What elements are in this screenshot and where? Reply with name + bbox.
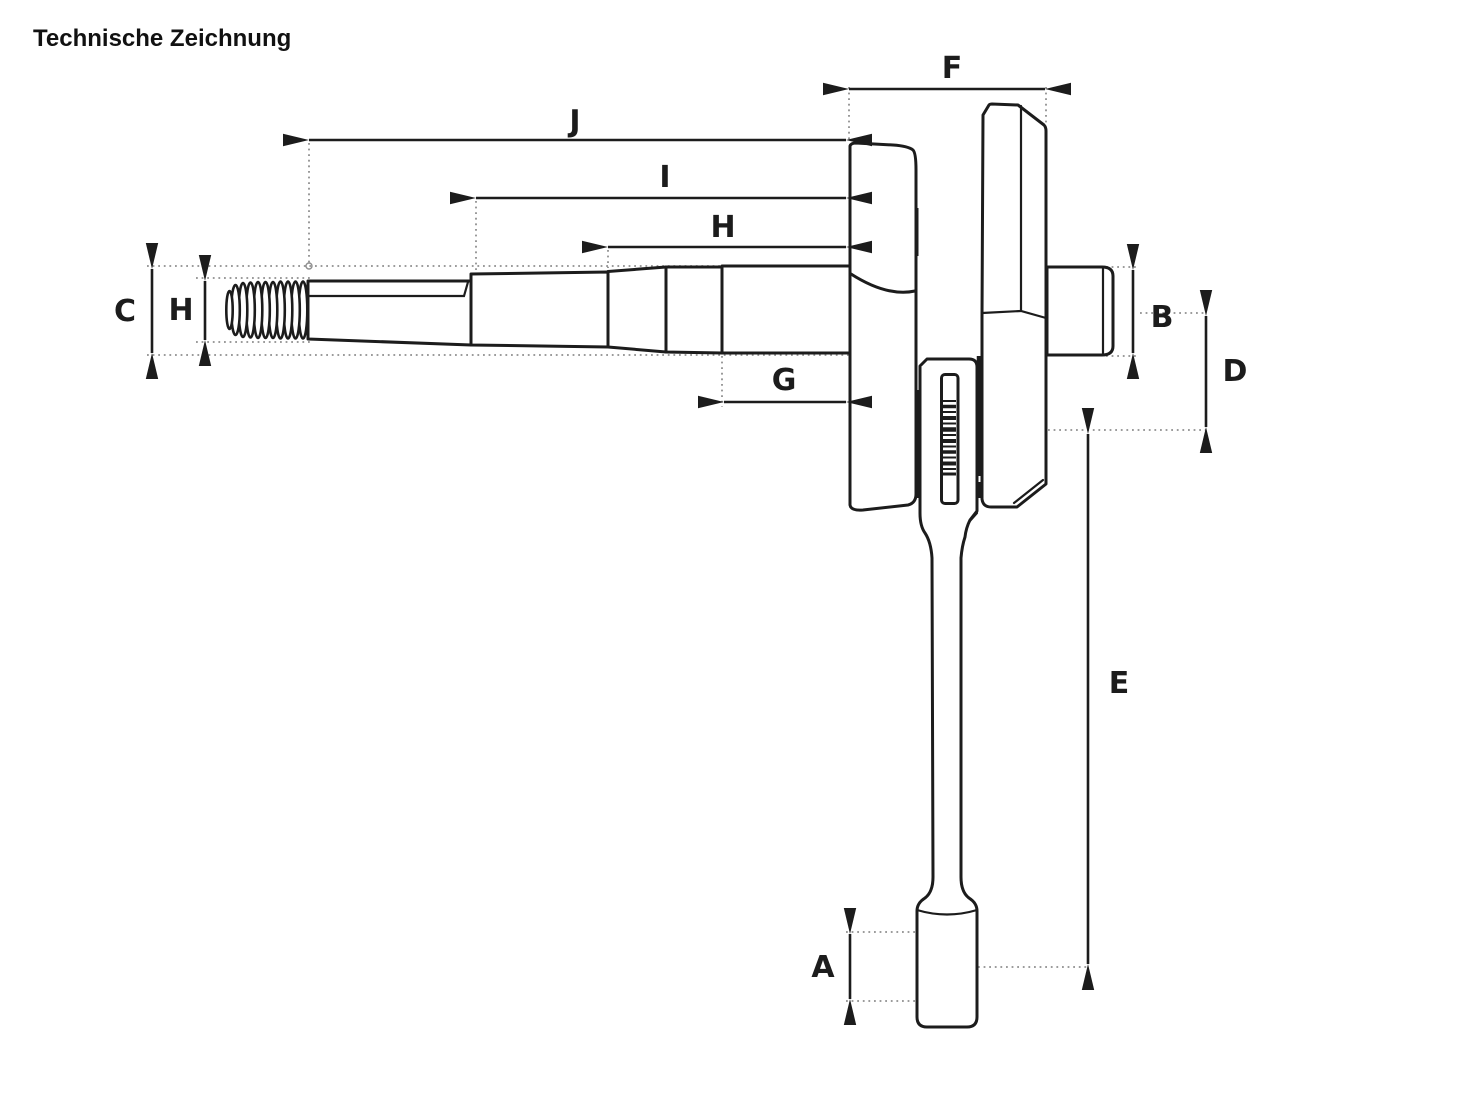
dimension-b-label: B (1151, 300, 1174, 335)
big-end-notch-edge (967, 511, 979, 524)
dimension-e-label: E (1109, 666, 1130, 701)
dimension-h-horizontal: H (582, 210, 872, 254)
connecting-rod (915, 357, 979, 1029)
dimension-f: F (823, 51, 1071, 96)
right-web-bottom-chamfer-edge (1012, 478, 1045, 505)
shaft-taper-edge (307, 280, 470, 298)
right-crank-web (980, 102, 1048, 509)
dimension-e: E (1081, 408, 1130, 990)
dimension-j-label: J (567, 104, 580, 139)
dimension-a: A (811, 908, 857, 1025)
dimension-c: C (114, 243, 159, 379)
small-end-fillet-inner-left (921, 881, 935, 902)
shaft-section (664, 265, 724, 355)
threaded-stub (225, 280, 309, 340)
datum-marker (305, 262, 313, 270)
dimension-c-label: C (114, 294, 136, 329)
dimension-a-label: A (811, 950, 835, 985)
gap-shadow-strips (914, 208, 983, 498)
crank-pin (940, 373, 960, 505)
shaft-section (469, 270, 610, 349)
dimension-h-horizontal-label: H (710, 210, 735, 245)
thread-tip (225, 289, 235, 331)
right-web-chamfer-boundary (980, 309, 1048, 320)
shaft-taper-section (606, 265, 668, 354)
small-end-top-silhouette (915, 908, 979, 916)
dimension-d: D (1199, 290, 1248, 453)
dimension-f-label: F (942, 51, 963, 86)
left-crank-web-body (848, 141, 918, 512)
dimension-g: G (698, 363, 872, 409)
left-crank-web (848, 141, 918, 512)
dimension-d-label: D (1223, 354, 1248, 389)
dimension-h-vertical: H (168, 255, 212, 366)
dimension-i-label: I (659, 160, 670, 195)
left-web-shaft-silhouette-arc (849, 272, 917, 294)
right-stub-shaft (1045, 265, 1115, 357)
shaft-stub-section (306, 279, 473, 347)
dimension-j: J (283, 104, 872, 147)
dimensions: F J I H G C H B (114, 51, 1248, 1025)
crankshaft-drawing (225, 102, 1115, 1029)
right-stub-body (1045, 265, 1115, 357)
dimension-g-label: G (772, 363, 797, 398)
connecting-rod-body (915, 357, 979, 1029)
right-crank-web-body (980, 102, 1048, 509)
page-title: Technische Zeichnung (33, 25, 291, 52)
dimension-h-vertical-label: H (168, 293, 193, 328)
dimension-b: B (1126, 244, 1174, 379)
small-end-fillet-inner-right (959, 881, 973, 902)
main-shaft (306, 264, 852, 355)
crank-pin-serrations (943, 400, 956, 476)
shaft-seat-large (720, 264, 852, 355)
dimension-i: I (450, 160, 872, 205)
